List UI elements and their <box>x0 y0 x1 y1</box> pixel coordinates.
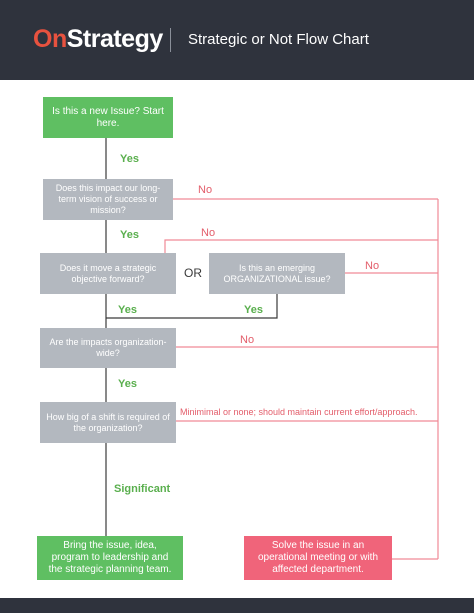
question-emerging-issue: Is this an emerging ORGANIZATIONAL issue… <box>209 253 345 294</box>
minimal-label: Minimimal or none; should maintain curre… <box>180 407 418 417</box>
yes-label-2: Yes <box>120 229 139 241</box>
question-strategic-objective: Does it move a strategic objective forwa… <box>40 253 176 294</box>
yes-label-5: Yes <box>118 378 137 390</box>
header-bar: OnStrategy Strategic or Not Flow Chart <box>0 0 474 80</box>
question-shift-size: How big of a shift is required of the or… <box>40 402 176 443</box>
yes-label-4: Yes <box>244 304 263 316</box>
header-divider <box>170 28 171 52</box>
footer-bar <box>0 598 474 613</box>
yes-label-1: Yes <box>120 153 139 165</box>
question-vision: Does this impact our long-term vision of… <box>43 179 173 220</box>
no-label-1: No <box>198 184 213 196</box>
onstrategy-logo: OnStrategy <box>33 25 163 53</box>
question-organization-wide: Are the impacts organization-wide? <box>40 328 176 368</box>
end-operational-node: Solve the issue in an operational meetin… <box>244 536 392 580</box>
page-title: Strategic or Not Flow Chart <box>188 31 369 48</box>
start-node: Is this a new Issue? Start here. <box>43 97 173 138</box>
significant-label: Significant <box>114 483 171 495</box>
yes-label-3: Yes <box>118 304 137 316</box>
no-label-3: No <box>365 260 380 272</box>
end-strategic-node: Bring the issue, idea, program to leader… <box>37 536 183 580</box>
no-line-q2a <box>164 239 438 253</box>
or-label: OR <box>184 266 202 280</box>
connector-q2b-q3 <box>106 294 278 319</box>
no-label-4: No <box>240 334 255 346</box>
no-label-2: No <box>201 227 216 239</box>
